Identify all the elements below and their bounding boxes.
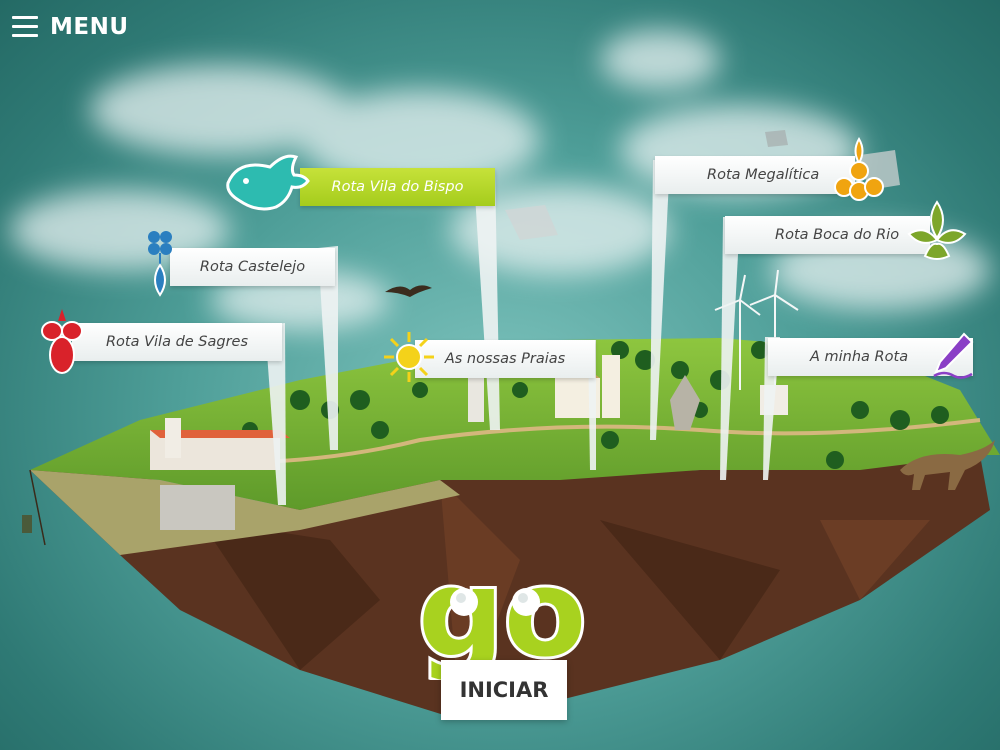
iniciar-button[interactable]: INICIAR [441,660,567,720]
lighthouse [468,370,484,422]
route-praias[interactable]: As nossas Praias [415,340,595,378]
clouds [10,30,990,330]
route-label: Rota Vila de Sagres [105,334,249,350]
route-vila-do-bispo[interactable]: Rota Vila do Bispo [300,168,495,206]
route-label: A minha Rota [810,349,909,365]
route-megalitica[interactable]: Rota Megalítica [655,156,855,194]
hamburger-icon [12,16,38,38]
leaf-plant-icon [907,200,967,260]
pen-icon [933,332,974,379]
fish-icon [226,154,310,211]
orange-flower-icon [834,137,884,201]
menu-label: MENU [50,14,129,40]
red-flower-icon [41,309,83,374]
route-label: Rota Vila do Bispo [331,179,464,195]
menhir [670,375,700,430]
flower-drop-icon [148,231,172,297]
go-logo-text: go! [418,550,596,680]
menu-button[interactable]: MENU [12,14,129,40]
route-label: Rota Boca do Rio [775,227,900,243]
route-boca-do-rio[interactable]: Rota Boca do Rio [725,216,930,254]
fortress [150,418,290,530]
sun-icon [384,332,434,382]
route-label: As nossas Praias [444,351,566,367]
route-castelejo[interactable]: Rota Castelejo [170,248,335,286]
dinosaur [900,440,995,490]
go-start-button[interactable]: go! INICIAR [416,550,596,720]
route-label: Rota Castelejo [199,259,306,275]
floating-rock [765,130,788,147]
bird [385,285,432,297]
floating-rock [505,205,558,240]
route-label: Rota Megalítica [707,167,820,183]
route-vila-de-sagres[interactable]: Rota Vila de Sagres [72,323,282,361]
climber [22,469,46,546]
go-logo: go! [416,550,596,680]
